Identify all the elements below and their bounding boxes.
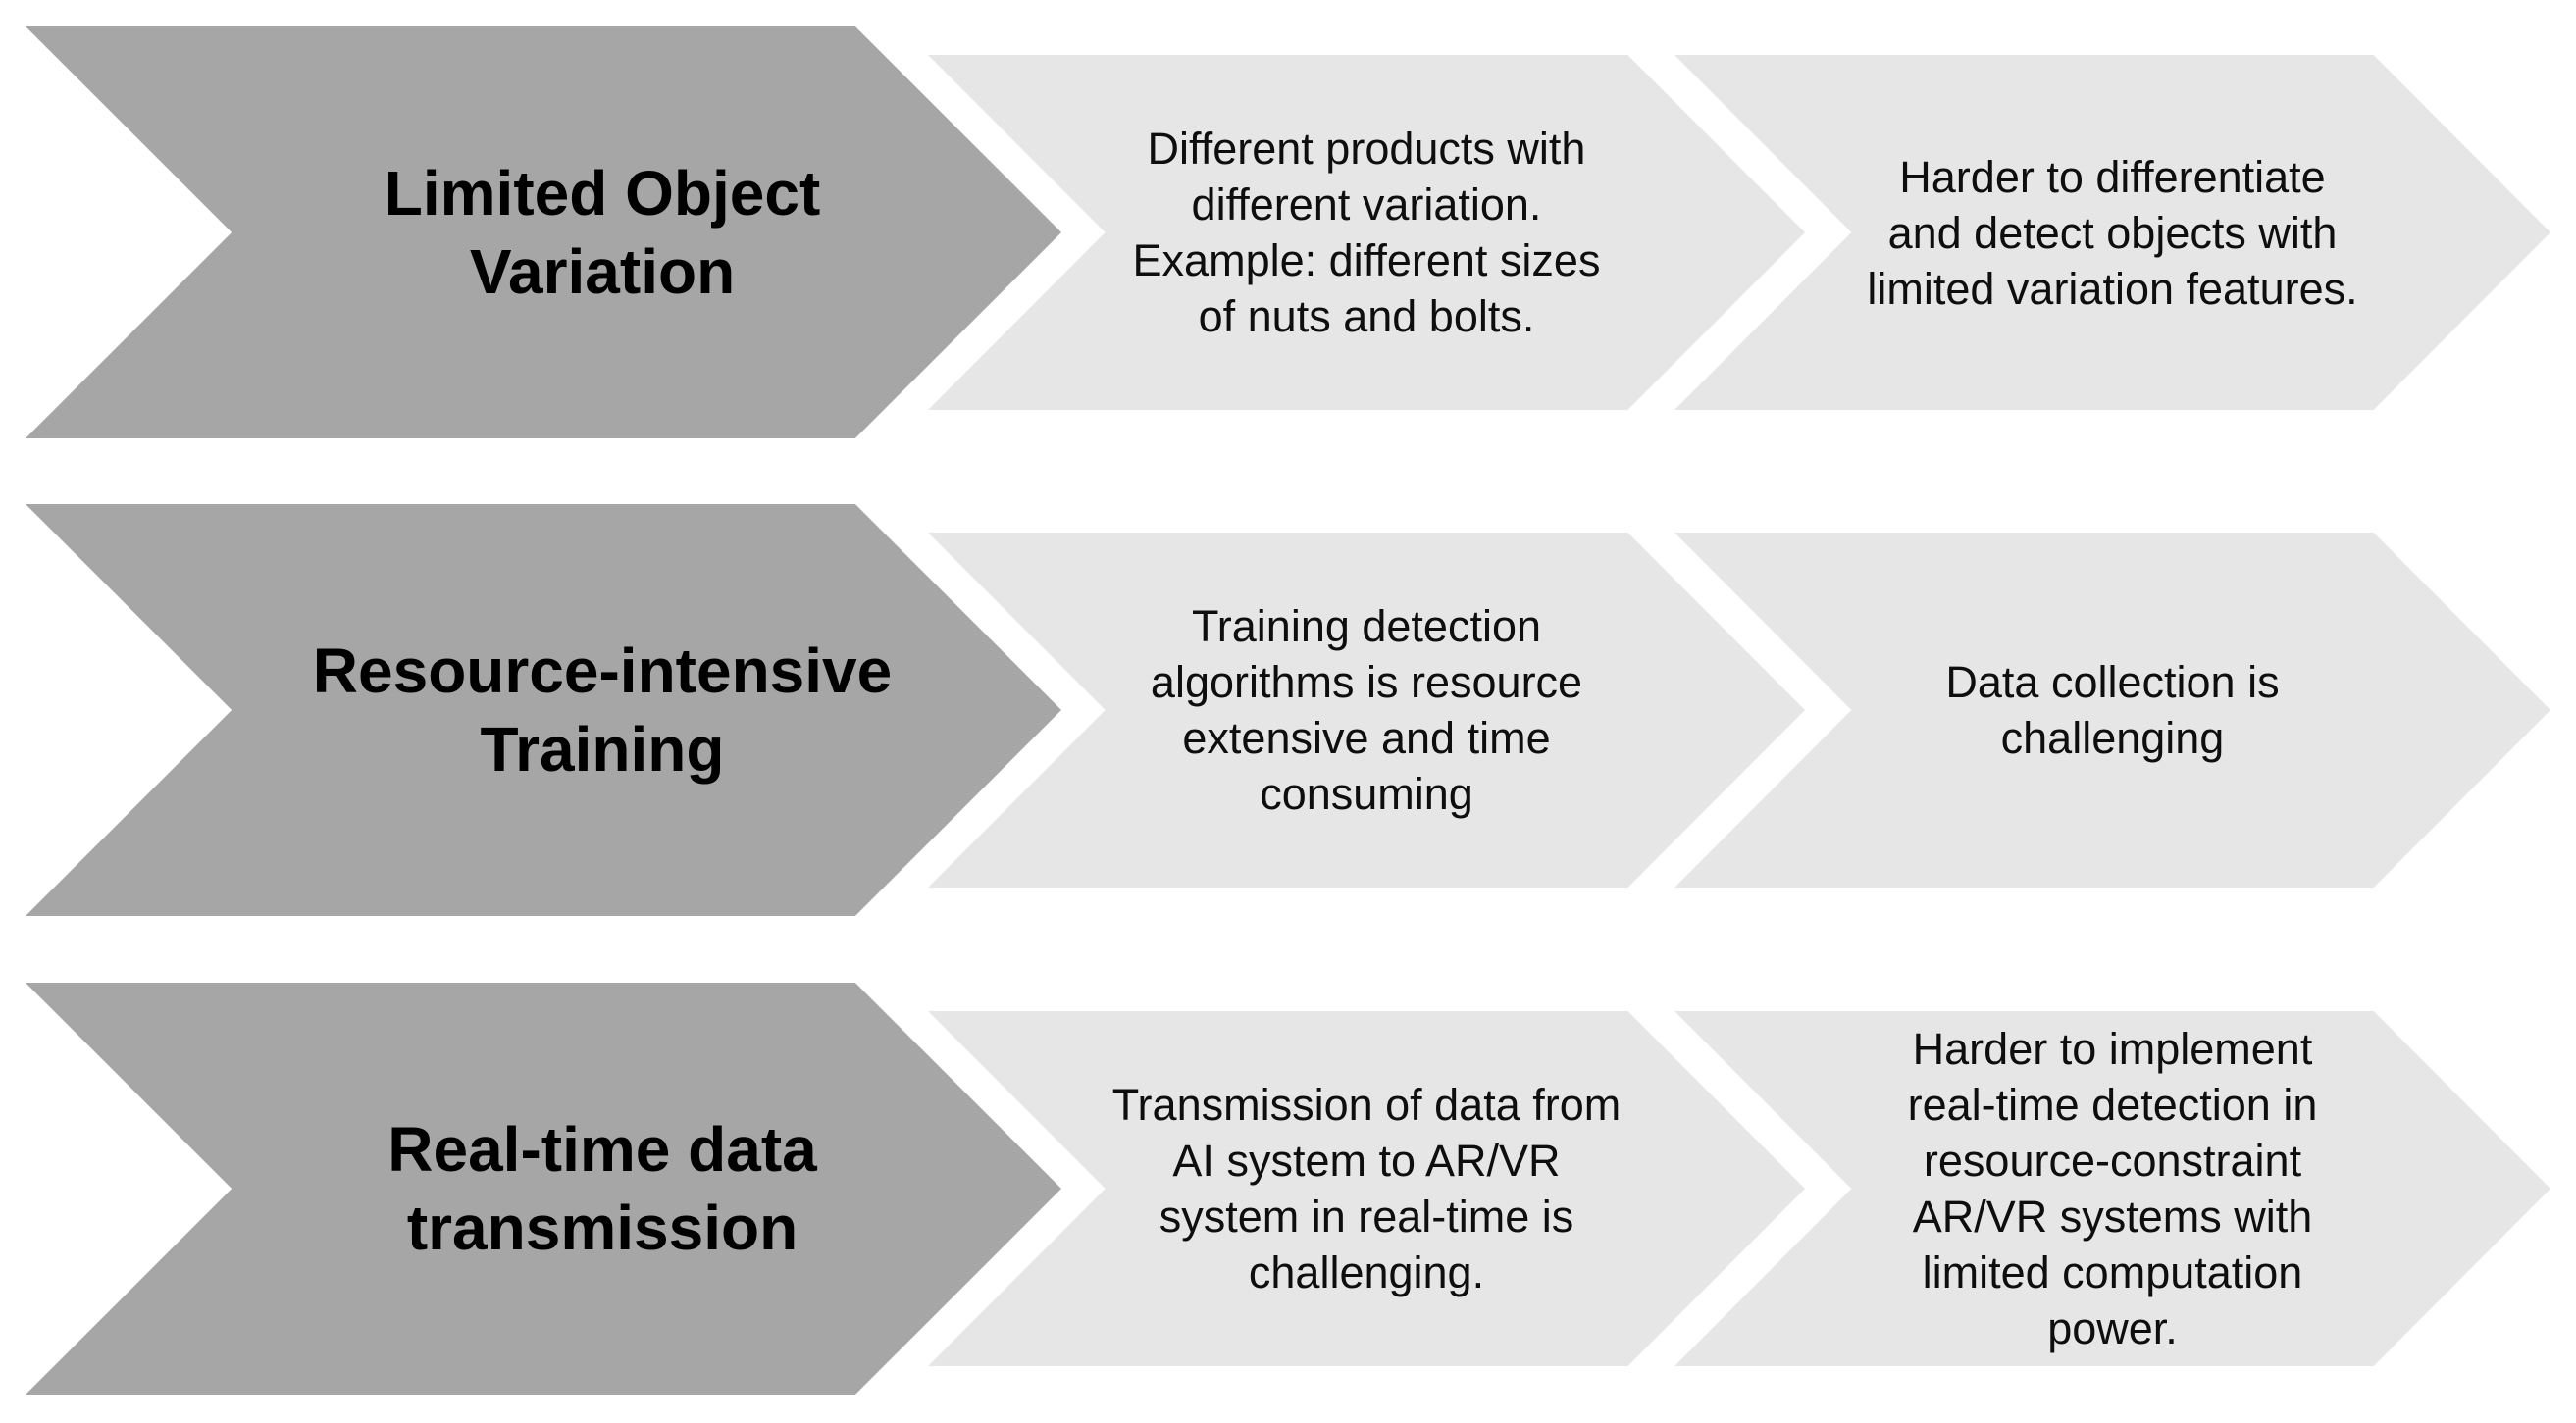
cause-3-text: Transmission of data from AI system to A… (1111, 1080, 1622, 1297)
chevron-effect-1: Harder to differentiate and detect objec… (1674, 55, 2550, 410)
challenge-1-title: Limited Object Variation (384, 158, 821, 307)
chevron-effect-3: Harder to implement real-time detection … (1674, 1011, 2550, 1366)
chevron-challenge-1: Limited Object Variation (26, 26, 1061, 438)
chevron-challenge-3: Real-time data transmission (26, 983, 1061, 1395)
effect-2-text: Data collection is challenging (1945, 657, 2280, 763)
chevron-challenge-2: Resource-intensive Training (26, 504, 1061, 916)
challenge-2-title: Resource-intensive Training (312, 635, 893, 785)
chevron-effect-2: Data collection is challenging (1674, 533, 2550, 888)
chevron-cause-1: Different products with different variat… (928, 55, 1805, 410)
chevron-cause-3: Transmission of data from AI system to A… (928, 1011, 1805, 1366)
effect-1-text: Harder to differentiate and detect objec… (1867, 151, 2358, 314)
cause-1-text: Different products with different variat… (1132, 124, 1601, 341)
cause-2-text: Training detection algorithms is resourc… (1150, 601, 1583, 819)
challenge-3-title: Real-time data transmission (387, 1114, 817, 1263)
effect-3-text: Harder to implement real-time detection … (1907, 1024, 2318, 1353)
